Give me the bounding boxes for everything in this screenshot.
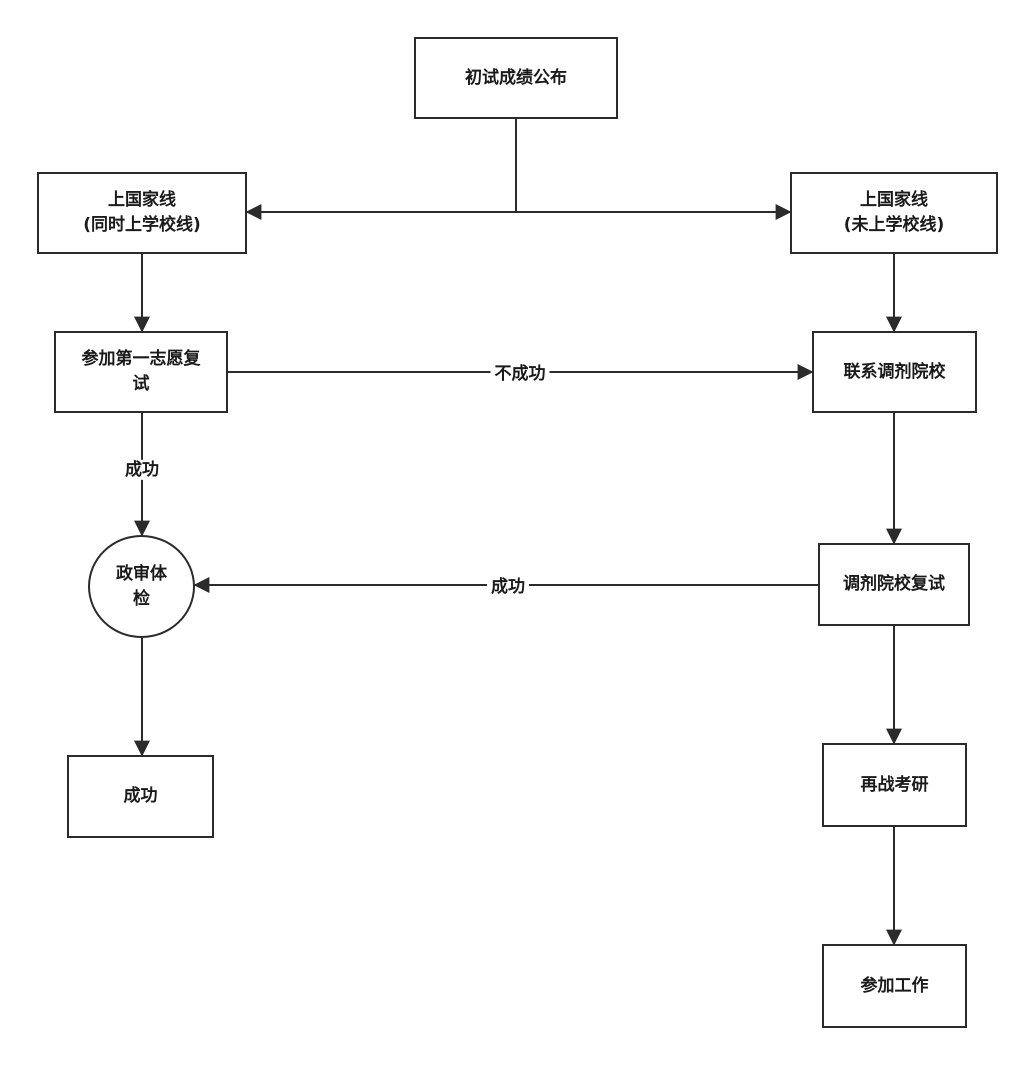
node-transfer-school-interview: 调剂院校复试 [818, 543, 970, 626]
node-success: 成功 [67, 755, 214, 838]
edge-label-success-first: 成功 [121, 459, 163, 481]
node-national-line-both: 上国家线 (同时上学校线) [37, 172, 247, 254]
node-results-published: 初试成绩公布 [414, 37, 618, 119]
node-start-work: 参加工作 [822, 944, 967, 1028]
node-national-line-only: 上国家线 (未上学校线) [790, 172, 998, 254]
node-political-physical-check: 政审体 检 [88, 535, 195, 638]
node-retry-exam: 再战考研 [822, 743, 967, 827]
edge-label-success-transfer: 成功 [487, 576, 529, 598]
node-first-choice-interview: 参加第一志愿复 试 [54, 331, 228, 413]
edge-label-fail: 不成功 [490, 363, 550, 385]
node-contact-transfer-school: 联系调剂院校 [812, 331, 977, 413]
